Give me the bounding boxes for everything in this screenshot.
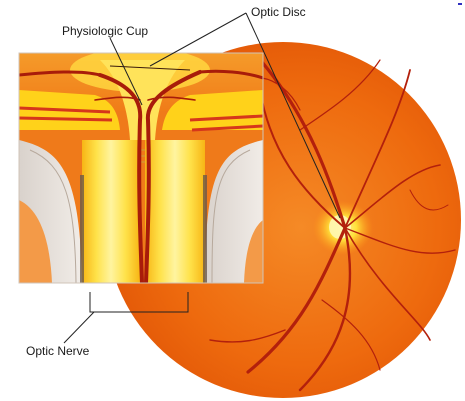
physiologic-cup-label: Physiologic Cup bbox=[62, 25, 148, 37]
nerve-bundle-right bbox=[145, 140, 205, 283]
optic-nerve-label: Optic Nerve bbox=[26, 345, 89, 357]
nerve-leader-line bbox=[64, 312, 94, 343]
optic-nerve-cross-section bbox=[19, 48, 263, 283]
nerve-bundle-left bbox=[82, 140, 140, 283]
optic-disc-label: Optic Disc bbox=[251, 6, 306, 18]
